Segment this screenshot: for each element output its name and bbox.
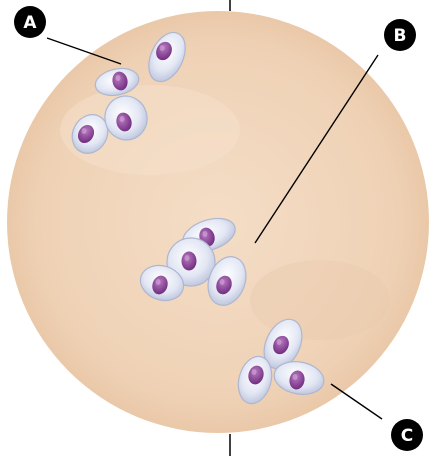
callout-b-label: B xyxy=(394,26,407,46)
callout-c: C xyxy=(391,419,423,451)
callout-b: B xyxy=(384,19,416,51)
cluster-a-nucleus-highlight-3 xyxy=(82,128,87,134)
callout-c-leader xyxy=(331,384,382,419)
cluster-b-nucleus-highlight-2 xyxy=(185,255,190,261)
cluster-c-nucleus-highlight-3 xyxy=(293,374,298,380)
callout-a: A xyxy=(14,6,46,38)
callout-a-label: A xyxy=(23,13,37,33)
cluster-a-nucleus-highlight-4 xyxy=(120,116,125,122)
cluster-b-nucleus-2 xyxy=(182,252,197,271)
cluster-a-nucleus-highlight-2 xyxy=(116,75,121,81)
cluster-a-nucleus-highlight-1 xyxy=(160,45,165,51)
cluster-b-nucleus-highlight-1 xyxy=(203,231,208,237)
cluster-c-nucleus-highlight-2 xyxy=(252,369,257,375)
cluster-b-nucleus-highlight-3 xyxy=(156,279,161,285)
cluster-c-nucleus-highlight-1 xyxy=(277,339,282,345)
dish-shading-2 xyxy=(250,260,390,340)
cluster-b-nucleus-highlight-4 xyxy=(220,279,225,285)
callout-c-label: C xyxy=(401,426,413,446)
